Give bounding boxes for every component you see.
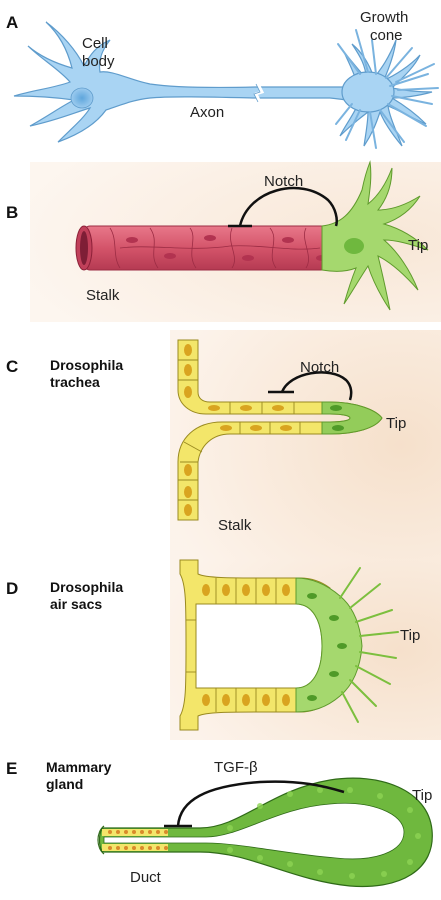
panel-e-letter: E	[6, 759, 17, 778]
growth-cone-label-1: Growth	[360, 9, 408, 26]
panel-b-letter: B	[6, 203, 18, 222]
panel-a: A Cell body Axon Growth cone	[6, 9, 438, 148]
panel-b: B Notch Stalk Tip	[6, 162, 441, 322]
tip-label-c: Tip	[386, 415, 406, 432]
duct-label: Duct	[130, 869, 162, 886]
tip-label-d: Tip	[400, 627, 420, 644]
panel-a-letter: A	[6, 13, 18, 32]
panel-d-letter: D	[6, 579, 18, 598]
notch-label-c: Notch	[300, 359, 339, 376]
panel-d: D Drosophila air sacs Tip	[6, 560, 441, 740]
stalk-label-c: Stalk	[218, 517, 252, 534]
tip-label-e: Tip	[412, 787, 432, 804]
notch-label-b: Notch	[264, 173, 303, 190]
panel-d-title-2: air sacs	[50, 596, 102, 612]
growth-cone-label-2: cone	[370, 27, 403, 44]
cell-body-label-2: body	[82, 53, 115, 70]
tip-label-b: Tip	[408, 237, 428, 254]
axon-label: Axon	[190, 104, 224, 121]
stalk-label-b: Stalk	[86, 287, 120, 304]
tgf-beta-label: TGF-β	[214, 759, 258, 776]
panel-c-letter: C	[6, 357, 18, 376]
panel-e-title-1: Mammary	[46, 759, 112, 775]
cell-body-label-1: Cell	[82, 35, 108, 52]
tip-cell-nucleus	[344, 238, 364, 254]
panel-c: C Drosophila trachea Notch Tip Stalk	[6, 330, 441, 560]
panel-e: E Mammary gland TGF-β Tip Duct	[6, 759, 432, 887]
neuron-nucleus	[71, 88, 93, 108]
panel-d-title-1: Drosophila	[50, 579, 123, 595]
panel-e-title-2: gland	[46, 776, 83, 792]
air-sac-lumen	[196, 604, 322, 688]
panel-c-title-2: trachea	[50, 374, 100, 390]
panel-c-title-1: Drosophila	[50, 357, 123, 373]
